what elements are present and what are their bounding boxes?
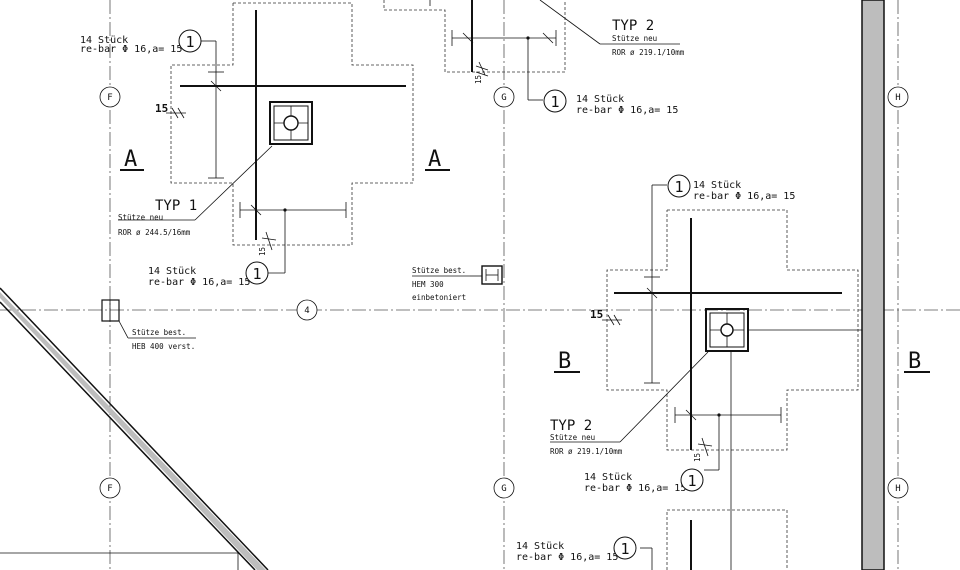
section-marker-A-right: A [425,147,450,172]
foundation-bottom-partial [640,509,788,570]
typ2-line1-lower: Stütze neu [550,433,595,442]
rebar-spec-typ1-top: re-bar Φ 16,a= 15 [80,44,182,55]
rebar-qty-typ2-top: 14 Stück [693,180,741,191]
section-marker-B-right: B [904,349,930,374]
rebar-mark-typ1-top: 1 [178,29,217,72]
svg-text:F: F [107,93,112,103]
svg-text:1: 1 [550,93,559,111]
rebar-spec-typ2-top: re-bar Φ 16,a= 15 [693,191,795,202]
hem-line2: HEM 300 [412,280,444,289]
svg-text:1: 1 [185,33,194,51]
svg-text:1: 1 [620,540,629,558]
rebar-qty-typ1-bottom: 14 Stück [148,266,196,277]
svg-text:A: A [428,147,441,172]
rebar-mark-bottom: 1 [613,536,637,560]
typ2-title-upper: TYP 2 [612,18,654,34]
typ1-line2: ROR ø 244.5/16mm [118,228,191,237]
rebar-qty-typ2-bottom: 14 Stück [584,472,632,483]
rebar-qty-g-top: 14 Stück [576,94,624,105]
svg-text:B: B [558,349,571,374]
existing-column-heb400 [101,299,196,339]
typ1-title: TYP 1 [155,198,197,214]
grid-bubble-H-top: H [887,86,909,108]
svg-text:4: 4 [304,306,309,316]
svg-text:F: F [107,484,112,494]
rebar-qty-bottom: 14 Stück [516,541,564,552]
typ2-line2-upper: ROR ø 219.1/10mm [612,48,685,57]
rebar-spec-typ2-bottom: re-bar Φ 16,a= 15 [584,483,686,494]
dim-15-top: 15 [474,75,483,84]
rebar-spec-bottom: re-bar Φ 16,a= 15 [516,552,618,563]
grid-bubble-G-bottom: G [493,477,515,499]
rebar-mark-typ2-top: 1 [667,174,691,198]
rebar-mark-typ1-bottom: 1 [245,261,269,285]
section-marker-A-left: A [120,147,144,172]
svg-text:1: 1 [674,178,683,196]
wall-diagonal [0,287,269,570]
typ2-line2-lower: ROR ø 219.1/10mm [550,447,623,456]
svg-text:G: G [501,93,506,103]
existing-column-hem300 [412,265,503,285]
svg-text:1: 1 [252,265,261,283]
rebar-qty-typ1-top: 14 Stück [80,35,128,46]
dim-15-typ1-left: 15 [155,102,168,115]
typ1-line1: Stütze neu [118,213,163,222]
svg-text:H: H [895,484,900,494]
grid-bubble-4: 4 [296,299,318,321]
grid-bubble-G-top: G [493,86,515,108]
svg-text:H: H [895,93,900,103]
typ2-line1-upper: Stütze neu [612,34,657,43]
typ2-title-lower: TYP 2 [550,418,592,434]
heb-line1: Stütze best. [132,328,186,337]
rebar-mark-typ2-bottom: 1 [680,468,704,492]
svg-text:G: G [501,484,506,494]
dim-15-typ1-bottom: 15 [258,247,267,256]
svg-text:1: 1 [687,472,696,490]
grid-bubble-F-top: F [99,86,121,108]
foundation-typ2 [550,184,862,570]
rebar-spec-g-top: re-bar Φ 16,a= 15 [576,105,678,116]
hem-line1: Stütze best. [412,266,466,275]
dim-15-typ2-left: 15 [590,308,603,321]
bottom-left-frame [0,552,239,570]
rebar-spec-typ1-bottom: re-bar Φ 16,a= 15 [148,277,250,288]
grid-bubble-H-bottom: H [887,477,909,499]
section-marker-B-left: B [554,349,580,374]
rebar-mark-g-top: 1 [543,89,567,113]
svg-text:A: A [124,147,137,172]
wall-right [861,0,885,570]
heb-line2: HEB 400 verst. [132,342,195,351]
hem-line3: einbetoniert [412,293,466,302]
foundation-top-partial [383,0,680,101]
svg-text:B: B [908,349,921,374]
grid-bubble-F-bottom: F [99,477,121,499]
dim-15-typ2-bottom: 15 [693,453,702,462]
